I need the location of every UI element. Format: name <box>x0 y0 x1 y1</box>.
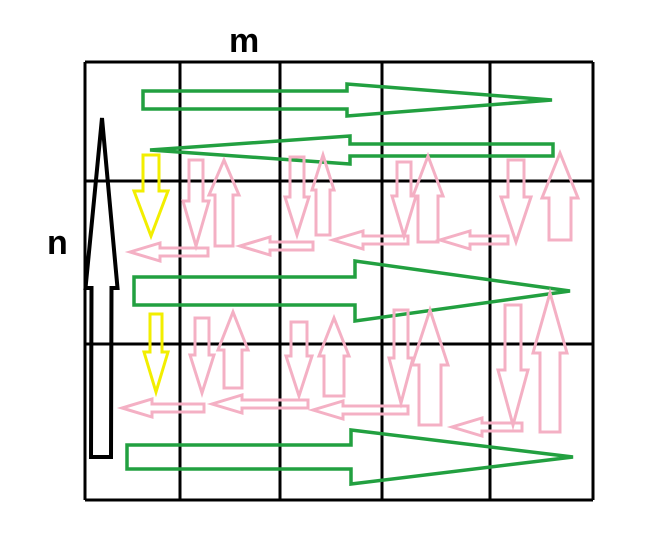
column-pass-down-arrow <box>496 303 530 431</box>
column-pass-up-arrow <box>539 148 581 242</box>
column-pass-up-arrow <box>215 307 251 390</box>
row-sweep-arrow <box>125 428 574 486</box>
start-marker-arrow <box>131 153 171 241</box>
column-pass-up-arrow <box>410 151 446 244</box>
start-marker-arrow <box>141 312 171 398</box>
column-pass-down-arrow <box>187 316 217 398</box>
column-pass-up-arrow <box>206 156 242 248</box>
column-connector-arrow <box>234 234 315 258</box>
label-m: m <box>229 22 260 60</box>
column-connector-arrow <box>116 396 206 420</box>
label-n: n <box>47 224 68 262</box>
column-pass-up-arrow <box>531 287 569 434</box>
column-pass-down-arrow <box>387 308 415 409</box>
column-pass-up-arrow <box>309 149 337 237</box>
column-connector-arrow <box>124 240 210 264</box>
column-connector-arrow <box>434 228 510 252</box>
column-pass-up-arrow <box>409 305 451 427</box>
row-sweep-arrow <box>141 82 553 118</box>
column-connector-arrow <box>446 415 524 439</box>
column-pass-down-arrow <box>283 320 315 401</box>
column-connector-arrow <box>327 228 410 252</box>
row-sweep-arrow <box>132 258 571 324</box>
column-connector-arrow <box>307 398 410 422</box>
column-pass-up-arrow <box>316 313 352 398</box>
row-return-arrow <box>149 134 555 166</box>
column-pass-down-arrow <box>181 158 211 252</box>
column-pass-down-arrow <box>282 155 312 240</box>
n-direction-arrow <box>83 117 120 459</box>
column-pass-down-arrow <box>498 158 534 247</box>
column-pass-down-arrow <box>389 160 419 242</box>
column-connector-arrow <box>206 392 310 416</box>
